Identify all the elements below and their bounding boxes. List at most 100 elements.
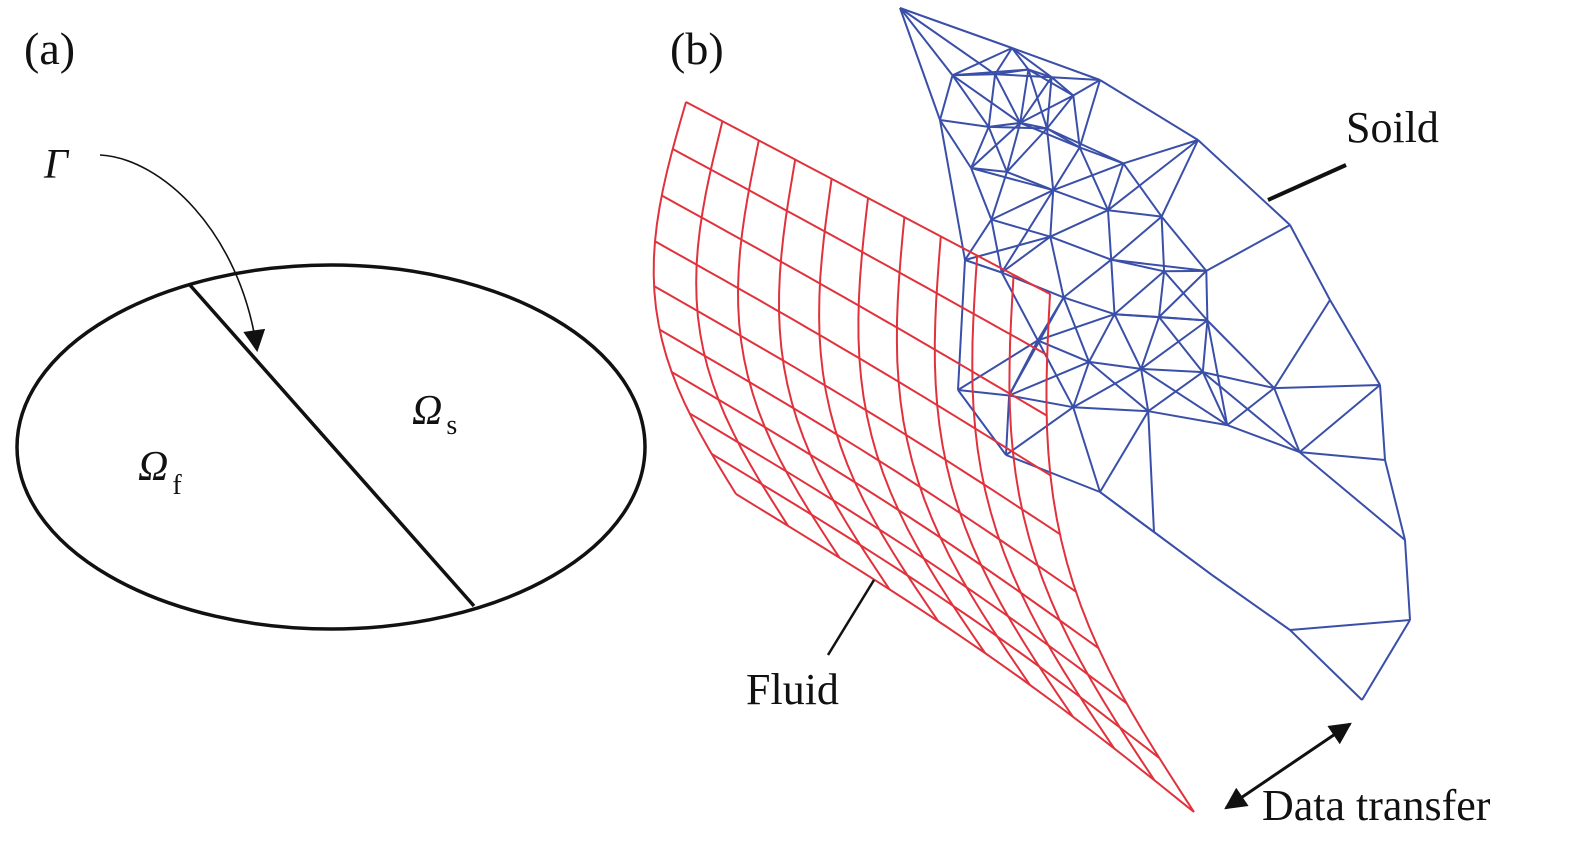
solid-mesh-edge: [939, 119, 966, 261]
solid-mesh-edge: [1072, 406, 1101, 493]
fluid-mesh-line: [671, 371, 1099, 649]
solid-mesh-edge: [1361, 619, 1411, 701]
solid-mesh-edge: [1289, 619, 1411, 631]
solid-mesh-edge: [952, 47, 1013, 77]
fluid-mesh-line: [672, 148, 1048, 356]
fluid-mesh-line: [818, 178, 940, 622]
solid-mesh-edge: [1329, 299, 1381, 386]
data-transfer-arrow: [1224, 722, 1352, 810]
solid-mesh-edge: [1052, 189, 1109, 212]
solid-mesh-edge: [987, 126, 1008, 173]
fluid-mesh-line: [895, 217, 1031, 686]
solid-mesh-edge: [939, 119, 989, 128]
solid-mesh-edge: [970, 167, 993, 220]
fluid-mesh-line: [971, 255, 1116, 749]
solid-mesh-edge: [1011, 47, 1053, 79]
solid-mesh-edge: [1088, 361, 1149, 412]
solid-mesh-edge: [1160, 139, 1199, 218]
solid-mesh-edge: [1298, 451, 1406, 541]
fluid-mesh-line: [659, 328, 1077, 593]
solid-mesh-edge: [1107, 163, 1125, 211]
solid-mesh-edge: [1226, 424, 1300, 454]
solid-mesh-edge: [1078, 146, 1109, 211]
solid-mesh-edge: [1158, 271, 1166, 318]
solid-mesh-edge: [1273, 387, 1301, 453]
solid-mesh-edge: [1049, 235, 1112, 261]
solid-mesh-edge: [1052, 146, 1081, 191]
solid-mesh-edge: [1140, 368, 1228, 426]
solid-mesh-edge: [1113, 270, 1165, 315]
solid-mesh-edge: [988, 125, 1048, 130]
solid-mesh-edge: [1088, 313, 1116, 363]
solid-mesh-edge: [1072, 95, 1081, 148]
solid-mesh-edge: [1148, 410, 1228, 427]
solid-mesh-edge: [951, 74, 1021, 124]
solid-mesh-edge: [1114, 313, 1208, 322]
solid-mesh-edge: [1384, 459, 1406, 541]
solid-mesh-edge: [1006, 127, 1048, 173]
solid-mesh-edge: [964, 259, 1003, 274]
solid-mesh-edge: [1158, 270, 1207, 318]
solid-mesh-edge: [987, 74, 997, 128]
solid-mesh-edge: [1005, 406, 1074, 456]
solid-mesh-edge: [957, 339, 1039, 391]
solid-mesh-edge: [1211, 574, 1291, 631]
solid-mesh-edge: [1050, 76, 1074, 97]
solid-mesh-edge: [1273, 299, 1331, 389]
fluid-mesh-line: [736, 140, 841, 559]
solid-mesh-edge: [990, 219, 1003, 273]
solid-mesh-edge: [1099, 79, 1199, 141]
solid-mesh-edge: [1078, 79, 1101, 148]
solid-mesh-edge: [1201, 320, 1209, 373]
domain-ellipse: [15, 263, 647, 631]
solid-mesh-edge: [899, 7, 954, 76]
fluid-mesh-line: [661, 194, 1048, 417]
solid-mesh-edge: [1226, 387, 1275, 426]
interface-pointer-arrow: [99, 154, 266, 353]
solid-mesh-edge: [1008, 394, 1074, 409]
interface-line: [187, 282, 476, 608]
solid-mesh-edge: [1107, 139, 1199, 211]
fluid-mesh-line: [777, 159, 891, 590]
solid-mesh-edge: [1005, 122, 1022, 173]
solid-mesh-edge: [1202, 371, 1275, 390]
solid-leader-line: [1267, 163, 1347, 202]
solid-mesh-edge: [1206, 319, 1275, 389]
solid-mesh-edge: [970, 167, 1054, 192]
solid-mesh-edge: [1046, 127, 1124, 165]
solid-mesh-edge: [1000, 189, 1055, 274]
solid-mesh-edge: [1046, 94, 1075, 130]
solid-mesh-edge: [1197, 139, 1291, 226]
solid-mesh-edge: [1072, 368, 1142, 409]
panel-a-label: (a): [24, 23, 75, 74]
solid-mesh-edge: [1011, 47, 1101, 81]
solid-mesh-edge: [1140, 316, 1160, 370]
solid-mesh-edge: [1037, 313, 1115, 342]
solid-mesh-edge: [957, 389, 1007, 456]
solid-mesh-edge: [970, 122, 1021, 169]
interface-symbol: Γ: [43, 142, 70, 188]
solid-mesh-edge: [1019, 76, 1053, 124]
fluid-mesh-line: [735, 493, 1195, 813]
solid-mesh-edge: [1140, 319, 1208, 370]
solid-mesh-edge: [1141, 367, 1203, 374]
fluid-mesh-line: [653, 285, 1061, 535]
solid-mesh-edge: [1379, 384, 1386, 461]
solid-mesh-edge: [1019, 121, 1081, 149]
solid-mesh-edge: [1063, 296, 1115, 316]
solid-mesh-edge: [951, 74, 990, 128]
solid-mesh-edge: [1072, 79, 1101, 97]
solid-mesh-edge: [1404, 539, 1411, 621]
solid-mesh-edge: [1037, 339, 1090, 363]
solid-mesh-edge: [991, 218, 1051, 238]
solid-mesh-edge: [1140, 368, 1150, 412]
solid-mesh-edge: [1113, 313, 1142, 370]
fluid-mesh-line: [688, 412, 1128, 705]
solid-mesh-edge: [1052, 162, 1124, 192]
fluid-mesh: [652, 101, 1195, 813]
solid-mesh-edge: [1160, 215, 1208, 272]
solid-mesh: [899, 7, 1411, 701]
solid-mesh-edge: [1107, 209, 1162, 218]
